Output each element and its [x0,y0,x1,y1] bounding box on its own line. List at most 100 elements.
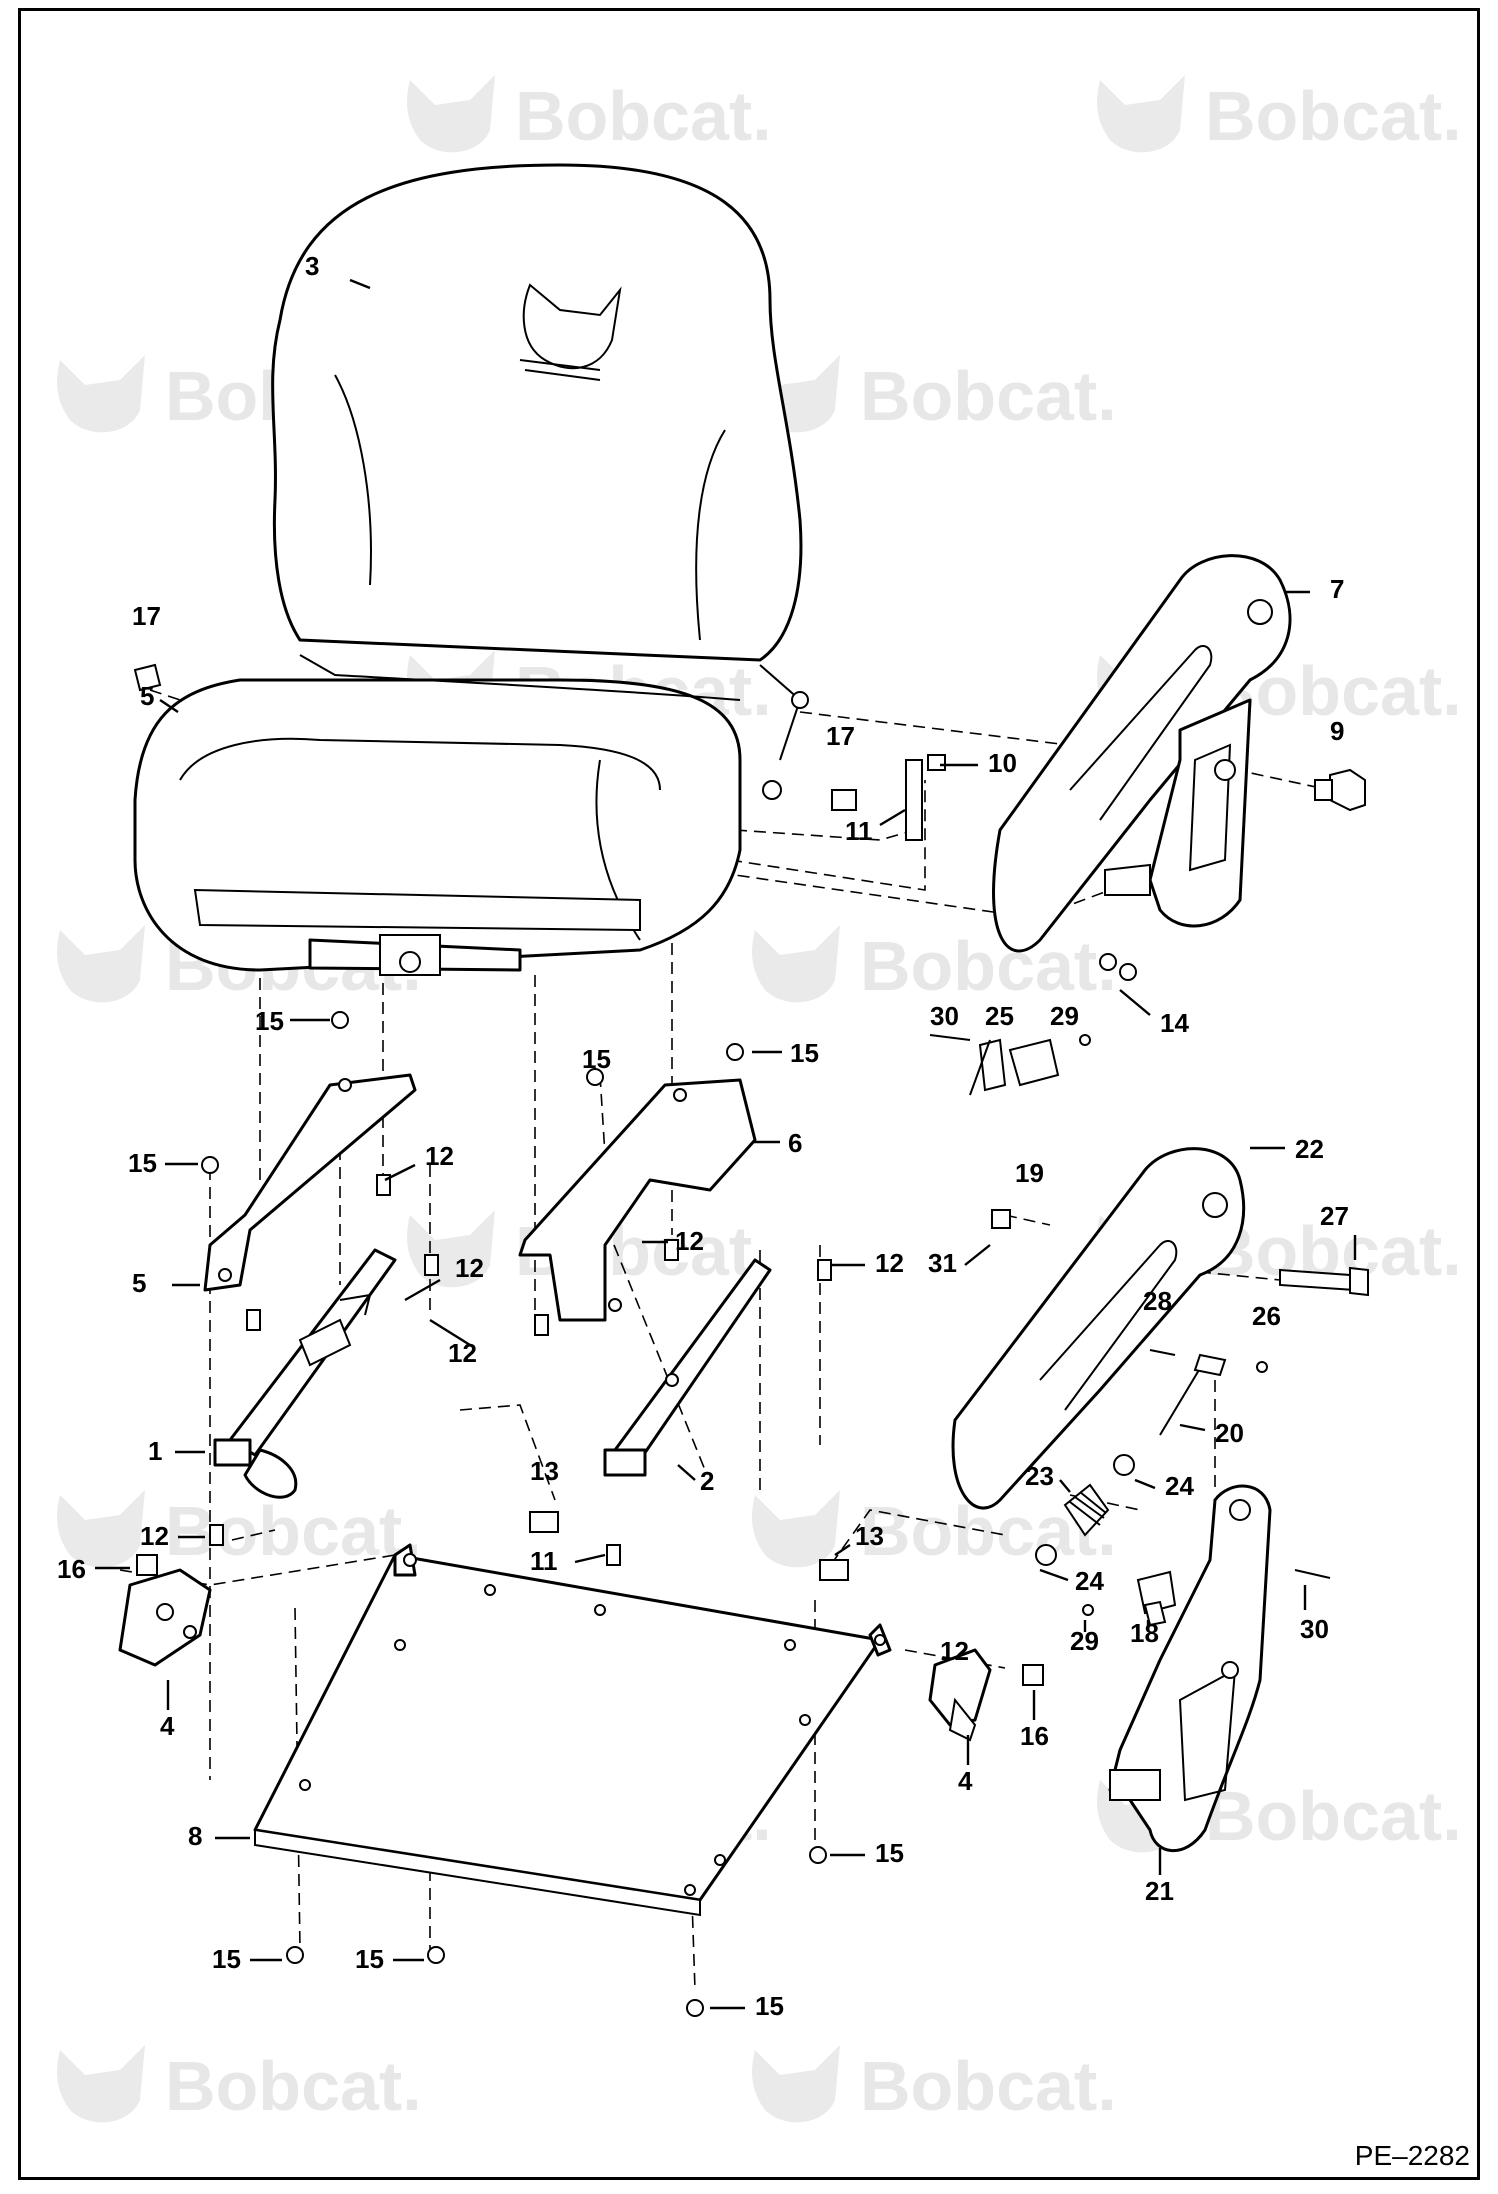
callout-30: 30 [1300,1585,1329,1644]
callout-number: 30 [1300,1614,1329,1644]
callout-18: 18 [1130,1618,1159,1648]
part-latch-bracket-left [118,1568,212,1667]
bobcat-logo-icon [57,925,145,1003]
callout-number: 15 [212,1944,241,1974]
callout-number: 16 [57,1554,86,1584]
callout-number: 27 [1320,1201,1349,1231]
callout-17: 17 [132,601,161,631]
callout-number: 28 [1143,1286,1172,1316]
watermark-brand-text: Bobcat. [1205,1777,1462,1855]
callout-31: 31 [928,1244,991,1278]
callout-12: 12 [830,1248,904,1278]
watermark-brand-text: Bobcat. [515,77,772,155]
callout-leader-line [964,1244,991,1266]
callout-15: 15 [710,1991,784,2021]
callout-number: 7 [1330,574,1344,604]
callout-leader-line [429,1318,471,1347]
callout-number: 9 [1330,716,1344,746]
part-slide-rail-2 [603,1258,772,1477]
callout-29: 29 [1050,1001,1079,1031]
callout-leader-line [349,278,371,290]
callout-number: 15 [255,1006,284,1036]
callout-number: 15 [875,1838,904,1868]
callout-15: 15 [752,1038,819,1068]
base-plate-holes [299,1553,886,1896]
callout-number: 11 [530,1546,558,1576]
drawing-reference: PE–2282 [1354,2140,1470,2171]
watermark-bobcat: Bobcat. [752,925,1117,1005]
callout-5: 5 [132,1268,200,1298]
callout-28: 28 [1143,1286,1172,1316]
watermark-bobcat: Bobcat. [57,2045,422,2125]
callout-4: 4 [958,1735,973,1796]
callout-6: 6 [752,1128,802,1158]
callout-number: 3 [305,251,319,281]
callout-12: 12 [404,1253,484,1302]
callout-number: 15 [355,1944,384,1974]
callout-number: 17 [132,601,161,631]
callout-22: 22 [1250,1134,1324,1164]
bobcat-logo-icon [57,2045,145,2123]
bobcat-logo-icon [1097,75,1185,153]
callout-leader-line [159,699,179,713]
bobcat-logo-icon [57,1490,145,1568]
bobcat-logo-icon [752,1490,840,1568]
callout-14: 14 [1119,989,1189,1038]
watermark-brand-text: Bobcat. [860,927,1117,1005]
part-mount-bracket-5 [203,1073,417,1292]
callout-8: 8 [188,1821,250,1851]
part-latch-bracket-right [928,1648,992,1742]
watermark-bobcat: Bobcat. [752,355,1117,435]
callout-number: 12 [140,1521,169,1551]
callout-number: 15 [128,1148,157,1178]
bobcat-logo-icon [752,925,840,1003]
callout-number: 12 [940,1636,969,1666]
callout-number: 21 [1145,1876,1174,1906]
part-armrest-right [992,554,1292,953]
part-base-plate [253,1543,892,1917]
callout-number: 4 [160,1711,175,1741]
callout-20: 20 [1179,1418,1244,1448]
part-seat [133,163,809,976]
callout-25: 25 [985,1001,1014,1031]
callout-15: 15 [830,1838,904,1868]
callout-12: 12 [642,1226,704,1256]
callout-number: 5 [132,1268,146,1298]
callout-27: 27 [1320,1201,1357,1260]
callout-2: 2 [677,1464,714,1496]
callout-number: 15 [755,1991,784,2021]
callout-number: 26 [1252,1301,1281,1331]
callout-7: 7 [1285,574,1344,604]
callout-4: 4 [160,1680,175,1741]
callout-leader-line [1059,1479,1071,1493]
callout-13: 13 [834,1521,884,1556]
callout-number: 13 [530,1456,559,1486]
callout-number: 8 [188,1821,202,1851]
callout-number: 30 [930,1001,959,1031]
callout-number: 29 [1050,1001,1079,1031]
callout-15: 15 [355,1944,424,1974]
callout-number: 25 [985,1001,1014,1031]
callout-leader-line [1119,989,1151,1016]
callout-15: 15 [582,1044,611,1074]
callout-number: 12 [675,1226,704,1256]
part-mount-bracket-6 [518,1078,757,1322]
callout-leader-line [404,1278,441,1302]
callout-3: 3 [305,251,371,290]
hardware [133,663,1369,2017]
callout-number: 12 [425,1141,454,1171]
callout-10: 10 [940,748,1017,778]
watermark-bobcat: Bobcat. [752,1490,1117,1570]
callout-1: 1 [148,1436,205,1466]
bobcat-logo-icon [57,355,145,433]
callout-26: 26 [1252,1301,1281,1331]
watermark-bobcat: Bobcat. [57,1490,422,1570]
callout-19: 19 [1015,1158,1044,1188]
callout-15: 15 [212,1944,282,1974]
callout-number: 14 [1160,1008,1189,1038]
callout-17: 17 [826,721,855,751]
watermark-brand-text: Bobcat. [165,2047,422,2125]
callout-15: 15 [255,1006,330,1036]
